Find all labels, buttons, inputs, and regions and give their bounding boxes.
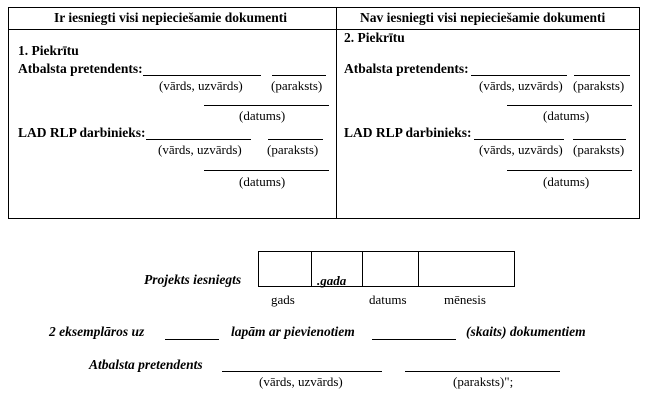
footer-signature-caption: (paraksts)"; (453, 374, 514, 389)
right-applicant-date-caption: (datums) (543, 108, 590, 123)
day-box-divider (418, 252, 419, 286)
right-employee-name-line[interactable] (474, 139, 564, 140)
left-employee-label: LAD RLP darbinieks: (18, 125, 146, 140)
right-applicant-date-line[interactable] (507, 105, 632, 106)
footer-applicant-label: Atbalsta pretendents (89, 357, 203, 372)
submitted-label: Projekts iesniegts (144, 272, 242, 287)
right-column-header: Nav iesniegti visi nepieciešamie dokumen… (360, 10, 606, 25)
right-employee-signature-line[interactable] (573, 139, 626, 140)
right-employee-date-caption: (datums) (543, 174, 590, 189)
right-applicant-name-caption: (vārds, uzvārds) (479, 78, 563, 93)
right-applicant-signature-line[interactable] (574, 75, 630, 76)
right-applicant-signature-caption: (paraksts) (573, 78, 625, 93)
left-applicant-label: Atbalsta pretendents: (18, 61, 143, 76)
right-applicant-name-line[interactable] (471, 75, 567, 76)
left-applicant-signature-line[interactable] (272, 75, 326, 76)
header-row-divider (9, 29, 639, 30)
left-section-title: 1. Piekrītu (18, 43, 79, 58)
left-employee-date-caption: (datums) (239, 174, 286, 189)
column-divider (336, 8, 337, 218)
right-employee-date-line[interactable] (507, 170, 632, 171)
left-applicant-date-line[interactable] (204, 105, 329, 106)
right-employee-name-caption: (vārds, uzvārds) (479, 142, 563, 157)
left-employee-signature-line[interactable] (268, 139, 323, 140)
footer-name-line[interactable] (222, 371, 382, 372)
left-employee-name-caption: (vārds, uzvārds) (158, 142, 242, 157)
copies-prefix: 2 eksemplāros uz (49, 324, 145, 339)
suffix-box-divider (362, 252, 363, 286)
footer-signature-line[interactable] (405, 371, 560, 372)
pages-count-line[interactable] (165, 339, 219, 340)
left-applicant-name-line[interactable] (143, 75, 261, 76)
left-employee-signature-caption: (paraksts) (267, 142, 319, 157)
month-caption: mēnesis (444, 292, 486, 307)
left-column-header: Ir iesniegti visi nepieciešamie dokument… (54, 10, 287, 25)
submission-date-boxes (258, 251, 515, 287)
right-section-title: 2. Piekrītu (344, 30, 405, 45)
left-employee-date-line[interactable] (204, 170, 329, 171)
day-caption: datums (369, 292, 407, 307)
left-employee-name-line[interactable] (146, 139, 251, 140)
left-applicant-name-caption: (vārds, uzvārds) (159, 78, 243, 93)
approval-table (8, 7, 640, 219)
left-applicant-date-caption: (datums) (239, 108, 286, 123)
year-caption: gads (271, 292, 295, 307)
year-box-divider (311, 252, 312, 286)
footer-name-caption: (vārds, uzvārds) (259, 374, 343, 389)
documents-count-line[interactable] (372, 339, 456, 340)
right-applicant-label: Atbalsta pretendents: (344, 61, 469, 76)
year-suffix: .gada (317, 273, 347, 288)
copies-suffix: (skaits) dokumentiem (466, 324, 586, 339)
left-applicant-signature-caption: (paraksts) (271, 78, 323, 93)
right-employee-signature-caption: (paraksts) (573, 142, 625, 157)
copies-middle: lapām ar pievienotiem (231, 324, 355, 339)
right-employee-label: LAD RLP darbinieks: (344, 125, 472, 140)
